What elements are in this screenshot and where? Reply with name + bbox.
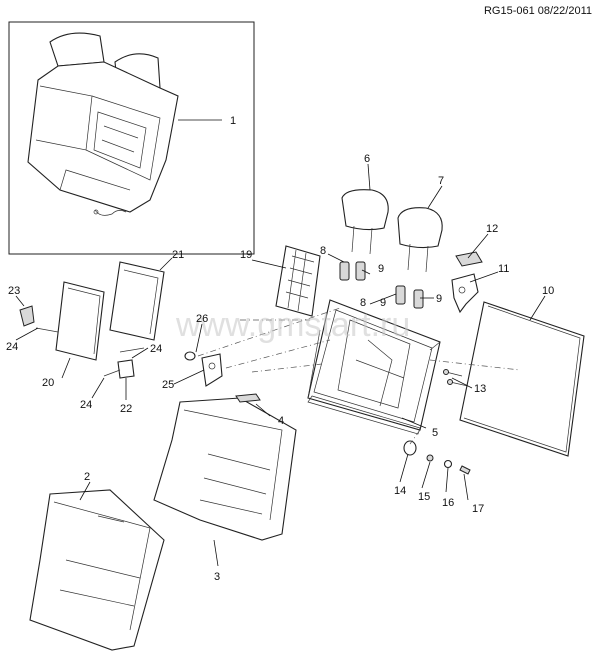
callout-25: 25 [162, 379, 174, 391]
rear-panel [459, 301, 585, 457]
hinge [201, 353, 223, 387]
callout-21: 21 [172, 249, 184, 261]
callout-10: 10 [542, 285, 554, 297]
callout-4: 4 [278, 415, 284, 427]
screws-24 [35, 327, 145, 377]
headrest-left [341, 189, 389, 255]
mesh-mat [275, 245, 321, 317]
latch-cover [455, 251, 483, 267]
callout-19: 19 [240, 249, 252, 261]
headrest-guides [339, 261, 424, 309]
callout-12: 12 [486, 223, 498, 235]
callout-24c: 24 [150, 343, 162, 355]
callout-20: 20 [42, 377, 54, 389]
callout-2: 2 [84, 471, 90, 483]
callout-3: 3 [214, 571, 220, 583]
headrest-right [397, 207, 443, 273]
callout-labels: 1 2 3 4 5 6 7 8 8 9 9 9 10 11 12 13 14 1… [6, 115, 554, 583]
callout-9b: 9 [436, 293, 442, 305]
callout-11: 11 [498, 263, 509, 275]
seat-back-assembly-drawing [27, 32, 179, 216]
callout-8a: 8 [320, 245, 326, 257]
callout-16: 16 [442, 497, 454, 509]
callout-6: 6 [364, 153, 370, 165]
watermark: www.gmstart.ru [175, 306, 410, 344]
callout-24b: 24 [80, 399, 92, 411]
callout-9c: 9 [380, 297, 386, 309]
callout-17: 17 [472, 503, 484, 515]
leader-lines [15, 163, 546, 567]
latch [451, 273, 479, 314]
clip-23 [19, 305, 35, 327]
callout-1: 1 [230, 115, 236, 127]
bolts [443, 369, 469, 387]
callout-9a: 9 [378, 263, 384, 275]
armrest-bracket [109, 261, 165, 341]
callout-26: 26 [196, 313, 208, 325]
seat-back-pad [153, 393, 297, 541]
inset-assembly-box [8, 21, 255, 255]
diagram-reference: RG15-061 08/22/2011 [484, 5, 592, 17]
seat-cushion-pad [29, 489, 165, 651]
assembly-lines [197, 307, 521, 445]
callout-7: 7 [438, 175, 444, 187]
fasteners [403, 440, 471, 475]
clip-22 [117, 359, 135, 379]
callout-24a: 24 [6, 341, 18, 353]
callout-5: 5 [432, 427, 438, 439]
armrest-pad [55, 281, 105, 361]
bushing [184, 351, 196, 361]
callout-23: 23 [8, 285, 20, 297]
callout-13: 13 [474, 383, 486, 395]
callout-14: 14 [394, 485, 406, 497]
callout-22: 22 [120, 403, 132, 415]
callout-8b: 8 [360, 297, 366, 309]
callout-15: 15 [418, 491, 430, 503]
